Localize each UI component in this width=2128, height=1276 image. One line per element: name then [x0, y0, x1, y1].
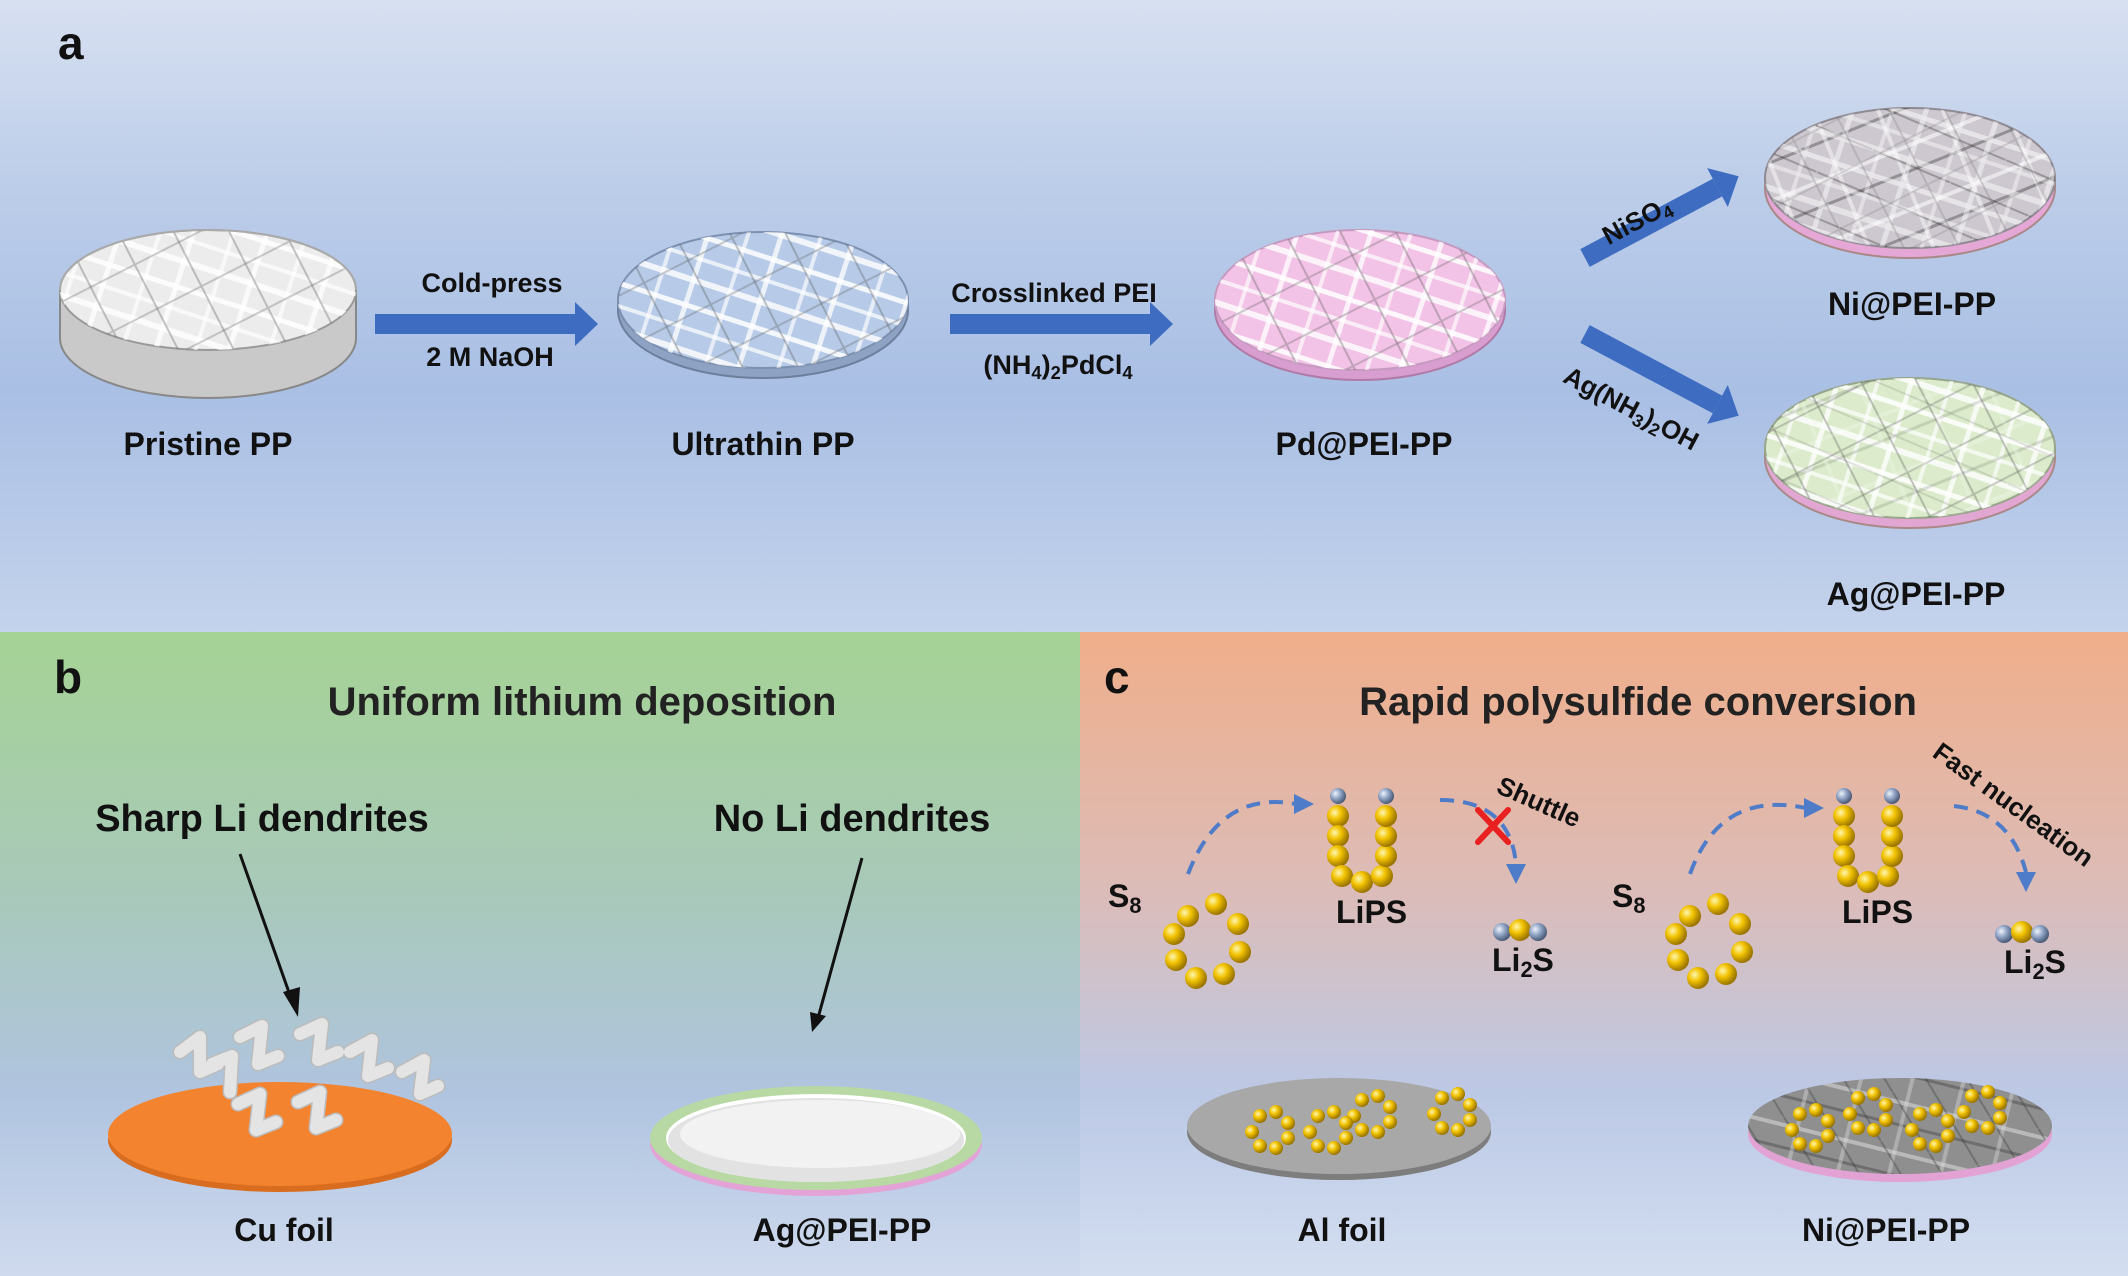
- s8-ring-right: [1665, 893, 1753, 989]
- caption-ni-pei-pp: Ni@PEI-PP: [1827, 286, 1997, 322]
- caption-pd-pei-pp: Pd@PEI-PP: [1275, 426, 1453, 462]
- lips-chain-right: [1833, 788, 1903, 893]
- arrow-to-ni: [1580, 168, 1739, 267]
- panel-b-title: Uniform lithium deposition: [327, 680, 837, 724]
- label-naoh: 2 M NaOH: [426, 342, 554, 372]
- label-s8-right: S8: [1612, 878, 1646, 919]
- arrow-no-dendrites: [810, 857, 864, 1032]
- heading-sharp-li-dendrites: Sharp Li dendrites: [95, 798, 429, 840]
- label-pd-precursor: (NH4)2PdCl4: [983, 350, 1133, 384]
- li-dendrites: [172, 1016, 446, 1138]
- caption-ultrathin-pp: Ultrathin PP: [671, 426, 855, 462]
- panel-a: a Pristine PP Ultrathin PP Pd@PEI-PP Ni@…: [0, 0, 2128, 632]
- label-s8-left: S8: [1108, 878, 1142, 919]
- caption-pristine-pp: Pristine PP: [123, 426, 293, 462]
- caption-cu-foil: Cu foil: [234, 1212, 334, 1248]
- s8-rings-on-al-foil: [1245, 1087, 1477, 1155]
- panel-c-title: Rapid polysulfide conversion: [1359, 680, 1917, 724]
- panel-c: c Rapid polysulfide conversion S8 LiPS L…: [1080, 632, 2128, 1276]
- caption-ag-pei-pp: Ag@PEI-PP: [1826, 576, 2006, 612]
- arrow-to-ag: [1580, 325, 1739, 424]
- cu-foil-disk: [108, 1082, 452, 1192]
- ni-pei-pp-cathode-disk: [1748, 1078, 2052, 1182]
- ni-pei-pp-disk: [1764, 107, 2056, 259]
- li2s-molecule-right: [1995, 921, 2049, 943]
- panel-b-label: b: [54, 651, 83, 703]
- ag-pei-pp-anode-disk: [650, 1086, 982, 1196]
- s8-ring-left: [1163, 893, 1251, 989]
- dashed-arrows: [1186, 798, 2028, 875]
- pd-pei-pp-disk: [1214, 229, 1506, 381]
- panel-a-label: a: [58, 17, 84, 69]
- caption-al-foil: Al foil: [1297, 1212, 1387, 1248]
- label-lips-left: LiPS: [1336, 894, 1408, 930]
- label-crosslinked-pei: Crosslinked PEI: [951, 278, 1157, 308]
- caption-ni-pei-pp-c: Ni@PEI-PP: [1801, 1212, 1971, 1248]
- shuttle-cross-icon: [1475, 807, 1511, 845]
- panel-c-graphics: [1163, 788, 2052, 1182]
- li2s-molecule-left: [1493, 919, 1547, 941]
- caption-ag-pei-pp-b: Ag@PEI-PP: [752, 1212, 932, 1248]
- panel-c-label: c: [1104, 651, 1130, 703]
- dashed-arrow-heads: [1294, 794, 2036, 892]
- label-li2s-right: Li2S: [2004, 944, 2066, 985]
- label-lips-right: LiPS: [1842, 894, 1914, 930]
- heading-no-li-dendrites: No Li dendrites: [713, 798, 991, 840]
- ag-pei-pp-disk: [1764, 377, 2056, 529]
- s8-rings-on-ni-pei-pp: [1785, 1085, 2007, 1153]
- pristine-pp-disk: [59, 229, 357, 399]
- label-li2s-left: Li2S: [1492, 942, 1554, 983]
- label-cold-press: Cold-press: [421, 268, 563, 298]
- panel-b-graphics: [108, 853, 982, 1196]
- arrow-cold-press: [375, 302, 598, 346]
- arrow-crosslink: [950, 302, 1173, 346]
- ultrathin-pp-disk: [617, 231, 909, 379]
- lips-chain-left: [1327, 788, 1397, 893]
- panel-b: b Uniform lithium deposition Sharp Li de…: [0, 632, 1080, 1276]
- arrow-sharp-dendrites: [238, 853, 300, 1017]
- panel-a-graphics: [59, 107, 2056, 529]
